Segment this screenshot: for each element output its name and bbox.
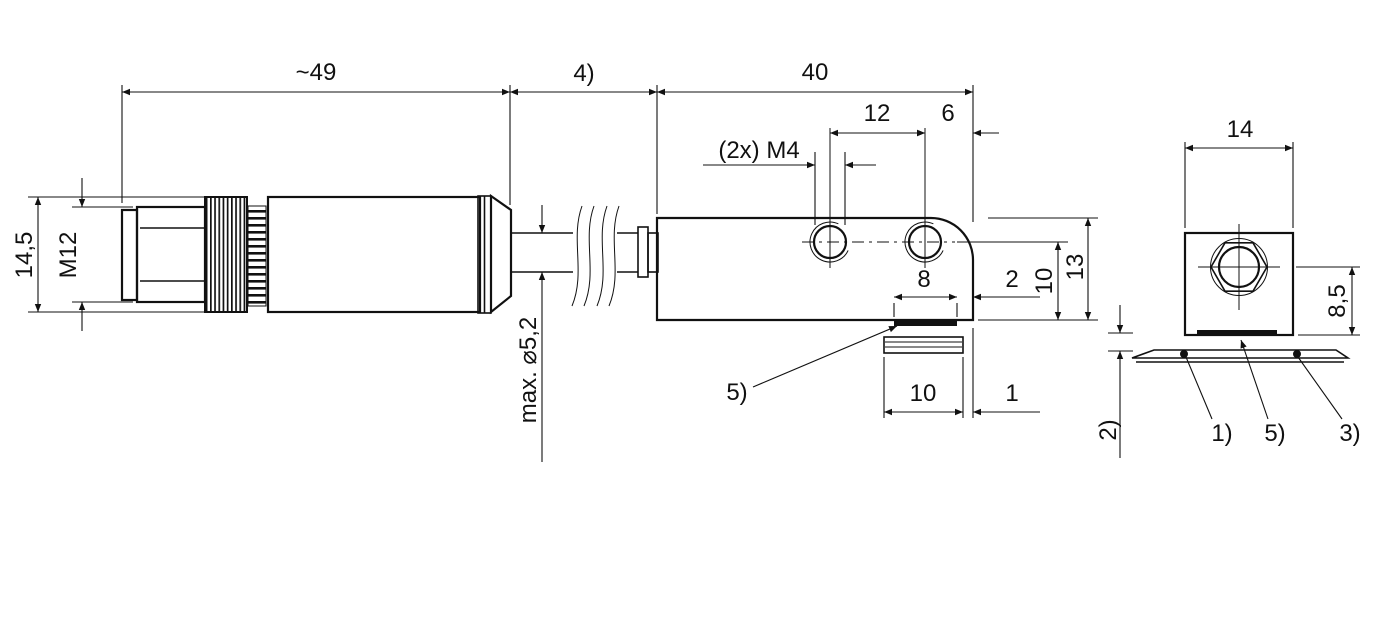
cable-boot-cone xyxy=(489,193,513,315)
dim-hole-spacing: 12 xyxy=(864,100,891,127)
break-line xyxy=(571,205,583,307)
dim-body-length: 40 xyxy=(802,59,829,86)
break-line xyxy=(583,205,595,307)
sensor-body xyxy=(655,128,975,354)
leader-dot-right xyxy=(1293,350,1301,358)
dim-connector-thread: M12 xyxy=(55,232,82,279)
dim-overall-length: ~49 xyxy=(296,59,337,86)
target-object xyxy=(883,336,964,354)
break-line xyxy=(596,205,608,307)
tape-strip xyxy=(1131,349,1351,359)
connector-hex-body xyxy=(135,205,207,304)
thread-arc-left xyxy=(809,221,851,263)
end-view-dimensions: 14 8,5 2) 1) 5) 3) xyxy=(1095,116,1361,458)
note-active-surface: 5) xyxy=(726,379,747,406)
end-view: 14 8,5 2) 1) 5) 3) xyxy=(1095,116,1361,458)
m12-connector xyxy=(120,193,513,315)
dim-body-height: 13 xyxy=(1062,254,1089,281)
connector-housing xyxy=(266,195,482,314)
front-top-dimensions: ~49 4) 40 12 6 (2x) M4 xyxy=(121,59,999,225)
note-tape-right: 3) xyxy=(1339,420,1360,447)
dim-connector-diameter: 14,5 xyxy=(11,232,38,279)
dim-active-surface-width: 8 xyxy=(917,266,930,293)
dim-hole-axis-to-face: 10 xyxy=(1031,268,1058,295)
front-left-dimensions: 14,5 M12 xyxy=(11,178,208,331)
dim-cable-length-note: 4) xyxy=(573,60,594,87)
break-line xyxy=(608,205,620,307)
note-gap: 2) xyxy=(1095,419,1122,440)
active-surface-leader xyxy=(752,325,898,388)
front-view: ~49 4) 40 12 6 (2x) M4 14,5 M1 xyxy=(11,59,1098,462)
dim-target-to-edge: 1 xyxy=(1005,380,1018,407)
leader-line-tape-right xyxy=(1297,356,1343,420)
connector-end-cap xyxy=(120,208,139,302)
dim-target-width: 10 xyxy=(910,380,937,407)
leader-line-tape-left xyxy=(1185,356,1213,420)
active-sensing-surface-end xyxy=(1197,330,1277,336)
note-active-surface-end: 5) xyxy=(1264,420,1285,447)
knurled-ring xyxy=(204,196,248,313)
dim-hole-to-edge: 6 xyxy=(941,100,954,127)
leader-dot-left xyxy=(1180,350,1188,358)
sensor-body-outline xyxy=(655,216,975,322)
dim-active-surface-to-edge: 2 xyxy=(1005,266,1018,293)
strain-relief-outer xyxy=(637,226,649,278)
dim-mounting-thread: (2x) M4 xyxy=(718,137,799,164)
serrated-collar xyxy=(247,205,267,307)
cable xyxy=(511,205,659,307)
note-tape-left: 1) xyxy=(1211,420,1232,447)
cable-diameter-dimension: max. ⌀5,2 xyxy=(515,205,546,462)
front-right-dimensions: 8 2 10 13 10 1 5) xyxy=(726,217,1098,418)
active-sensing-surface xyxy=(894,319,957,326)
dim-cable-diameter: max. ⌀5,2 xyxy=(515,317,542,424)
dim-body-width: 14 xyxy=(1227,116,1254,143)
thread-arc-right xyxy=(904,221,946,263)
dim-hole-axis-depth: 8,5 xyxy=(1324,284,1351,317)
leader-line-active-surface xyxy=(1240,339,1269,420)
